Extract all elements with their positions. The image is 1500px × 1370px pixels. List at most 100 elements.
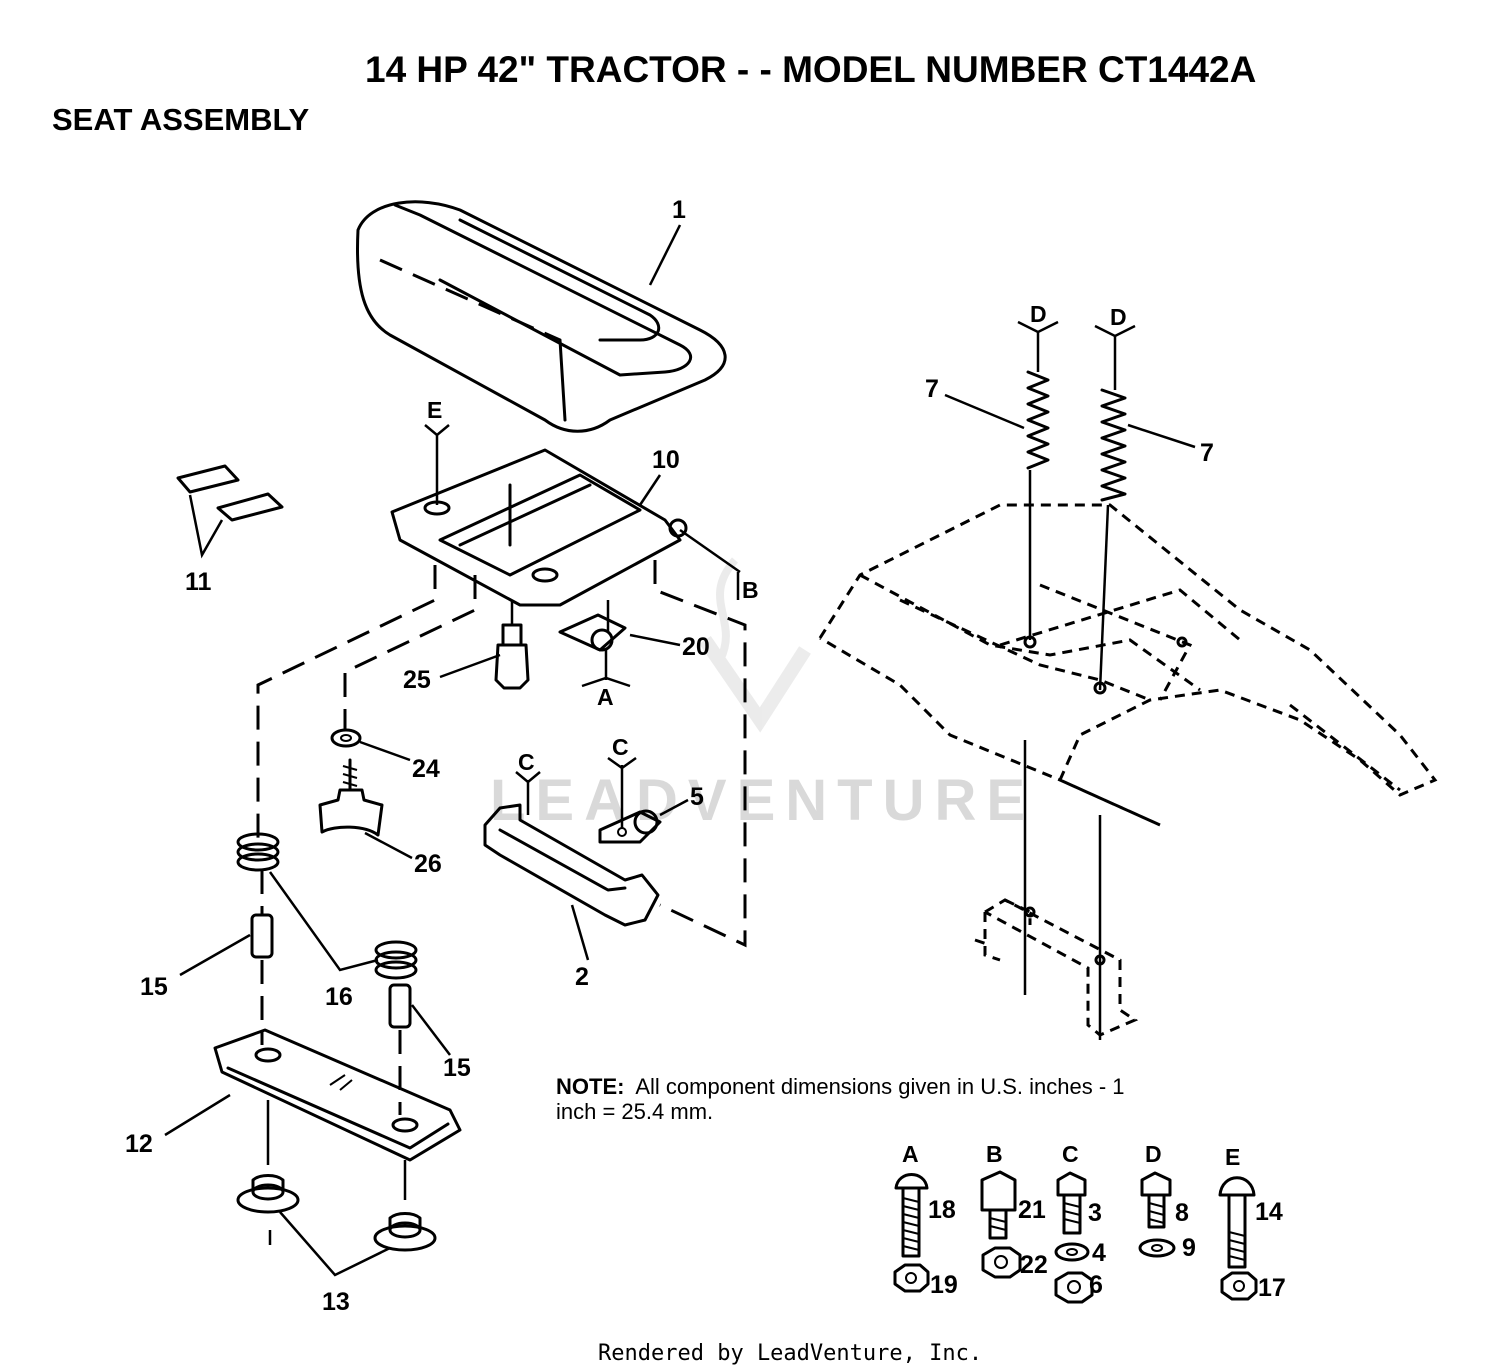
part-21-shoulder-bolt xyxy=(980,1170,1017,1240)
leader-2 xyxy=(570,904,590,961)
leader-15a xyxy=(179,933,251,977)
callout-22: 22 xyxy=(1020,1251,1048,1279)
key-letter-e: E xyxy=(1225,1144,1240,1170)
callout-10: 10 xyxy=(652,446,680,474)
leader-7a xyxy=(944,393,1025,430)
ref-e-top xyxy=(424,424,450,505)
callout-7b: 7 xyxy=(1200,439,1214,467)
part-13-grommet-left xyxy=(236,1174,300,1214)
ref-letter-b: B xyxy=(742,577,759,603)
part-22-nut xyxy=(981,1246,1022,1279)
callout-7a: 7 xyxy=(925,375,939,403)
part-10-seat-pan xyxy=(390,448,688,607)
ref-letter-c-1: C xyxy=(518,749,535,775)
part-6-nut xyxy=(1054,1271,1094,1304)
part-15-spacer-right xyxy=(388,983,412,1029)
page-title: 14 HP 42" TRACTOR - - MODEL NUMBER CT144… xyxy=(365,49,1256,90)
ref-letter-a: A xyxy=(597,684,614,710)
callout-12: 12 xyxy=(125,1130,153,1158)
note-line-2: inch = 25.4 mm. xyxy=(556,1099,713,1124)
ref-letter-c-2: C xyxy=(612,734,629,760)
part-25-shoulder-bolt xyxy=(494,600,530,690)
assembly-path-mid xyxy=(343,575,477,730)
part-18-carriage-bolt xyxy=(894,1173,929,1258)
assembly-path-right xyxy=(653,560,747,948)
fender-outline xyxy=(818,503,1438,827)
leader-10 xyxy=(638,474,662,506)
leader-15b xyxy=(411,1004,451,1056)
part-11-bumpers xyxy=(176,464,284,559)
footer-credit: Rendered by LeadVenture, Inc. xyxy=(598,1341,982,1366)
leader-13 xyxy=(279,1211,391,1277)
section-title: SEAT ASSEMBLY xyxy=(52,102,310,137)
key-letter-d: D xyxy=(1145,1141,1162,1167)
part-8-hex-bolt xyxy=(1140,1171,1172,1229)
key-letter-c: C xyxy=(1062,1141,1079,1167)
part-7-spring-left xyxy=(1017,320,1059,640)
callout-9: 9 xyxy=(1182,1234,1196,1262)
note-line-1: NOTE: All component dimensions given in … xyxy=(556,1074,1125,1099)
part-9-washer xyxy=(1138,1238,1176,1258)
callout-1: 1 xyxy=(672,196,686,224)
leader-25 xyxy=(439,653,501,679)
part-24-washer xyxy=(330,728,362,748)
note-label: NOTE: xyxy=(556,1074,624,1099)
part-16-spring-left xyxy=(236,832,280,872)
leader-5 xyxy=(659,798,689,817)
part-12-base-plate xyxy=(213,1028,462,1162)
part-13-grommet-right xyxy=(373,1212,437,1252)
callout-6: 6 xyxy=(1089,1271,1103,1299)
part-26-knob xyxy=(318,758,384,837)
callout-8: 8 xyxy=(1175,1199,1189,1227)
leader-1 xyxy=(648,224,682,286)
callout-3: 3 xyxy=(1088,1199,1102,1227)
part-5-clamp xyxy=(598,756,662,844)
part-15-spacer-left xyxy=(250,870,274,959)
key-letter-a: A xyxy=(902,1141,919,1167)
ref-letter-d-2: D xyxy=(1110,304,1127,330)
part-16-spring-right xyxy=(374,940,418,980)
callout-16: 16 xyxy=(325,983,353,1011)
callout-15a: 15 xyxy=(140,973,168,1001)
part-14-carriage-bolt xyxy=(1218,1176,1256,1269)
callout-18: 18 xyxy=(928,1196,956,1224)
leader-24 xyxy=(359,740,411,762)
callout-20: 20 xyxy=(682,633,710,661)
callout-11: 11 xyxy=(185,568,212,596)
part-17-nut xyxy=(1220,1271,1258,1301)
key-letter-b: B xyxy=(986,1141,1003,1167)
leader-20 xyxy=(629,633,681,647)
callout-14: 14 xyxy=(1255,1198,1283,1226)
ref-b xyxy=(679,528,741,600)
ref-letter-d-1: D xyxy=(1030,301,1047,327)
watermark-text: LEADVENTURE xyxy=(490,768,1035,833)
callout-24: 24 xyxy=(412,755,440,783)
leader-16 xyxy=(268,871,379,972)
callout-21: 21 xyxy=(1018,1196,1046,1224)
callout-13: 13 xyxy=(322,1288,350,1316)
part-3-hex-bolt xyxy=(1056,1171,1087,1235)
leader-12 xyxy=(164,1093,231,1137)
callout-15b: 15 xyxy=(443,1054,471,1082)
frame-bracket-outline xyxy=(974,898,1139,1037)
part-1-seat xyxy=(356,200,727,433)
leader-7b xyxy=(1127,423,1196,449)
part-19-nut xyxy=(893,1263,930,1293)
assembly-path-left xyxy=(256,565,437,840)
ref-a xyxy=(581,648,631,688)
callout-26: 26 xyxy=(414,850,442,878)
watermark-logo xyxy=(699,557,811,733)
part-20-clip xyxy=(558,600,627,652)
callout-17: 17 xyxy=(1258,1274,1286,1302)
part-4-washer xyxy=(1054,1242,1090,1262)
ref-letter-e-top: E xyxy=(427,397,442,423)
callout-5: 5 xyxy=(690,783,704,811)
note-text-1: All component dimensions given in U.S. i… xyxy=(635,1074,1124,1099)
callout-19: 19 xyxy=(930,1271,958,1299)
part-2-bracket xyxy=(483,771,660,927)
callout-25: 25 xyxy=(403,666,431,694)
callout-2: 2 xyxy=(575,963,589,991)
part-7-spring-right xyxy=(1093,324,1136,695)
